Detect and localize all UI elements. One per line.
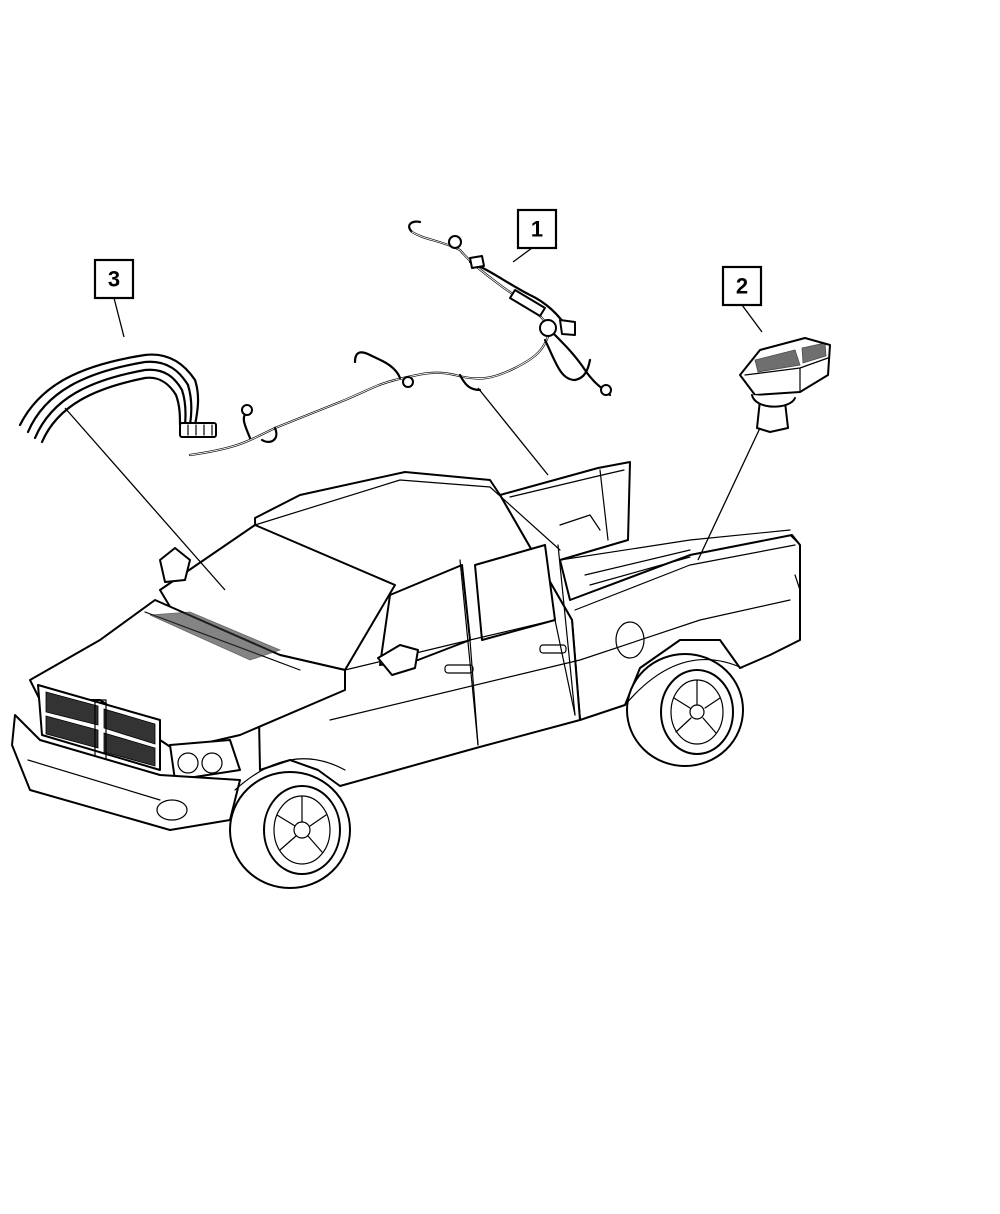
leader-line-1-truck bbox=[477, 387, 549, 476]
rear-wheel-illustration bbox=[626, 653, 744, 767]
wiring-harness-illustration bbox=[188, 220, 612, 457]
leader-line-3-truck bbox=[64, 407, 226, 591]
pickup-truck-illustration bbox=[11, 461, 801, 889]
callout-3-label: 3 bbox=[108, 267, 120, 292]
leader-line-2-truck bbox=[697, 427, 761, 561]
callout-3[interactable]: 3 bbox=[93, 258, 135, 300]
leader-line-2 bbox=[741, 304, 763, 333]
callout-2-label: 2 bbox=[736, 274, 748, 299]
callout-1-label: 1 bbox=[531, 217, 543, 242]
leader-line-3 bbox=[113, 297, 125, 338]
leader-line-1 bbox=[512, 247, 533, 263]
trailer-connector-illustration bbox=[739, 337, 831, 433]
callout-1[interactable]: 1 bbox=[516, 208, 558, 250]
front-wheel-illustration bbox=[229, 771, 351, 889]
callout-2[interactable]: 2 bbox=[721, 265, 763, 307]
jumper-wire-illustration bbox=[18, 353, 217, 444]
